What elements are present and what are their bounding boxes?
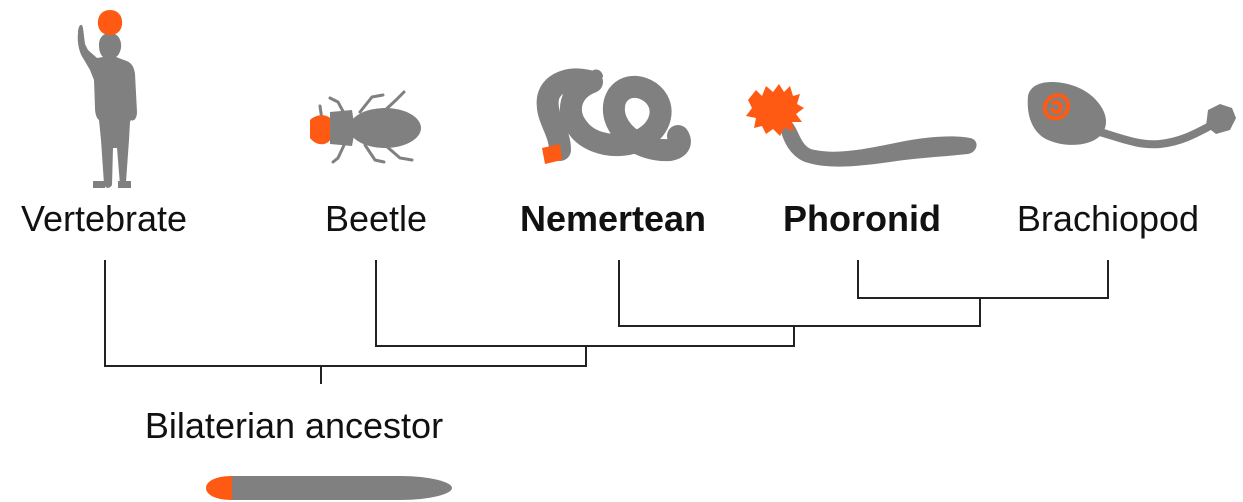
taxon-label-brachiopod: Brachiopod [1017,198,1199,239]
nemertean-worm-silhouette-icon [536,68,691,164]
taxon-label-vertebrate: Vertebrate [21,198,187,239]
branch-vertebrate-protostomes [104,260,587,367]
branch-phoronid-brachiopod [857,260,1109,299]
taxon-label-beetle: Beetle [325,198,427,239]
branch-nemertean-lophophorates [618,260,981,327]
branch-beetle-spiralians [375,260,795,347]
human-silhouette-icon [77,24,137,188]
ancestor-worm-silhouette-icon [206,476,452,500]
phylogenetic-tree [104,260,1109,384]
taxon-label-nemertean: Nemertean [520,198,706,239]
root-label: Bilaterian ancestor [145,405,443,446]
beetle-silhouette-icon [310,90,421,164]
human-head-highlight [97,10,123,35]
phoronid-silhouette-icon [746,84,977,167]
taxon-label-phoronid: Phoronid [783,198,941,239]
brachiopod-silhouette-icon [1027,82,1236,149]
